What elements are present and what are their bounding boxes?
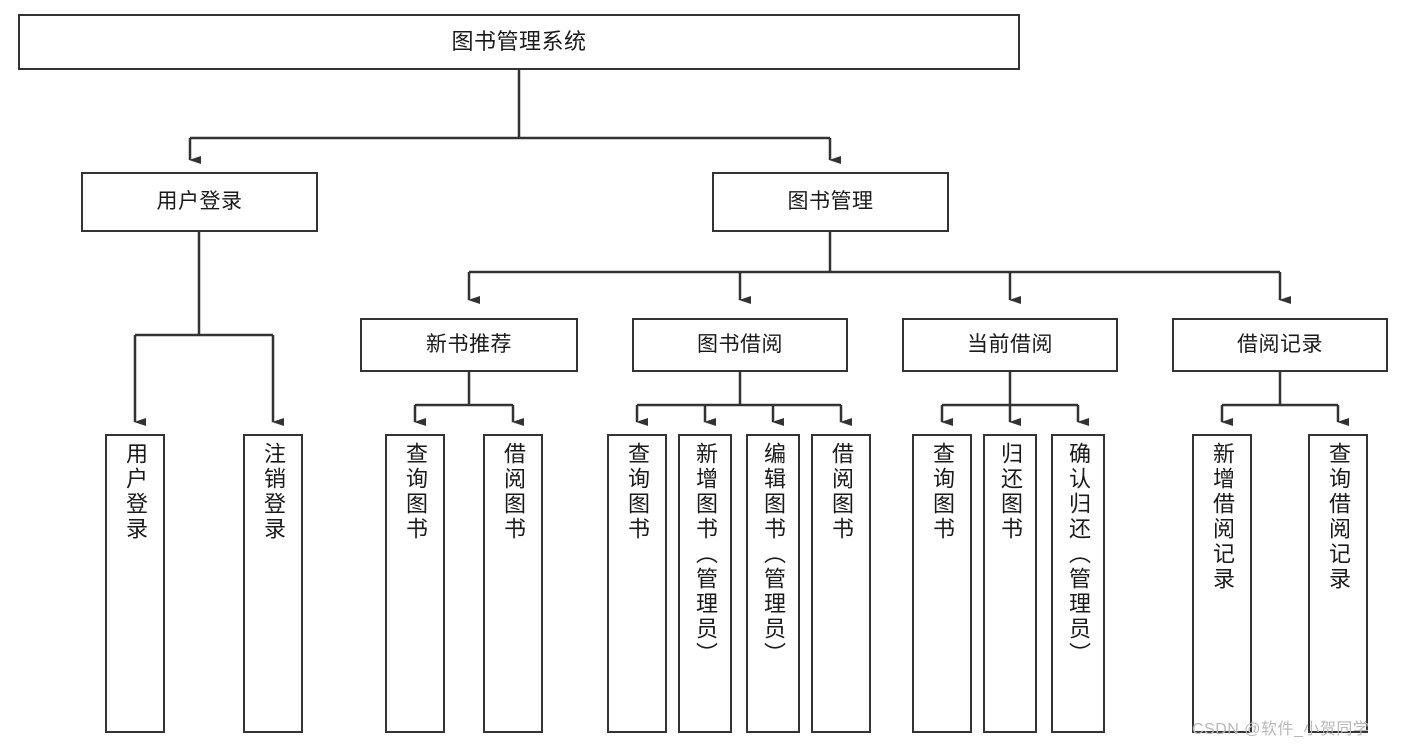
node-label: 查询借阅记录 xyxy=(1326,442,1351,592)
watermark-text: CSDN @软件_小贺同学 xyxy=(1192,721,1370,738)
node-label: 图书管理系统 xyxy=(451,29,587,55)
leaf-query-borrow-record[interactable]: 查询借阅记录 xyxy=(1308,434,1368,733)
node-book-management[interactable]: 图书管理 xyxy=(712,172,949,232)
node-label: 借阅图书 xyxy=(501,442,526,542)
leaf-query-book-borrow[interactable]: 查询图书 xyxy=(607,434,667,733)
node-label: 查询图书 xyxy=(403,442,428,542)
node-label: 新书推荐 xyxy=(426,332,512,356)
node-label: 归还图书 xyxy=(998,442,1023,542)
node-label: 确认归还（管理员） xyxy=(1066,442,1091,667)
leaf-query-book-recommend[interactable]: 查询图书 xyxy=(385,434,445,733)
leaf-return-book[interactable]: 归还图书 xyxy=(983,434,1037,733)
leaf-edit-book-admin[interactable]: 编辑图书（管理员） xyxy=(746,434,800,733)
node-label: 用户登录 xyxy=(156,189,243,213)
node-user-login[interactable]: 用户登录 xyxy=(81,172,318,232)
leaf-borrow-book[interactable]: 借阅图书 xyxy=(811,434,871,733)
node-label: 注销登录 xyxy=(261,442,286,542)
node-new-book-recommend[interactable]: 新书推荐 xyxy=(360,318,578,372)
node-label: 新增图书（管理员） xyxy=(693,442,718,667)
node-label: 查询图书 xyxy=(930,442,955,542)
leaf-add-borrow-record[interactable]: 新增借阅记录 xyxy=(1192,434,1252,733)
node-label: 图书管理 xyxy=(787,189,874,213)
node-book-borrow[interactable]: 图书借阅 xyxy=(632,318,848,372)
leaf-query-book-current[interactable]: 查询图书 xyxy=(912,434,972,733)
node-current-borrow[interactable]: 当前借阅 xyxy=(902,318,1118,372)
node-borrow-record[interactable]: 借阅记录 xyxy=(1172,318,1388,372)
node-label: 编辑图书（管理员） xyxy=(761,442,786,667)
node-label: 借阅图书 xyxy=(829,442,854,542)
leaf-borrow-book-recommend[interactable]: 借阅图书 xyxy=(483,434,543,733)
node-label: 查询图书 xyxy=(625,442,650,542)
leaf-confirm-return-admin[interactable]: 确认归还（管理员） xyxy=(1051,434,1105,733)
node-label: 用户登录 xyxy=(123,442,148,542)
node-label: 当前借阅 xyxy=(967,332,1053,356)
node-label: 图书借阅 xyxy=(697,332,783,356)
node-label: 借阅记录 xyxy=(1237,332,1323,356)
node-label: 新增借阅记录 xyxy=(1210,442,1235,592)
node-root-system[interactable]: 图书管理系统 xyxy=(18,14,1020,70)
leaf-add-book-admin[interactable]: 新增图书（管理员） xyxy=(678,434,732,733)
leaf-user-login[interactable]: 用户登录 xyxy=(105,434,165,733)
leaf-user-logout[interactable]: 注销登录 xyxy=(243,434,303,733)
